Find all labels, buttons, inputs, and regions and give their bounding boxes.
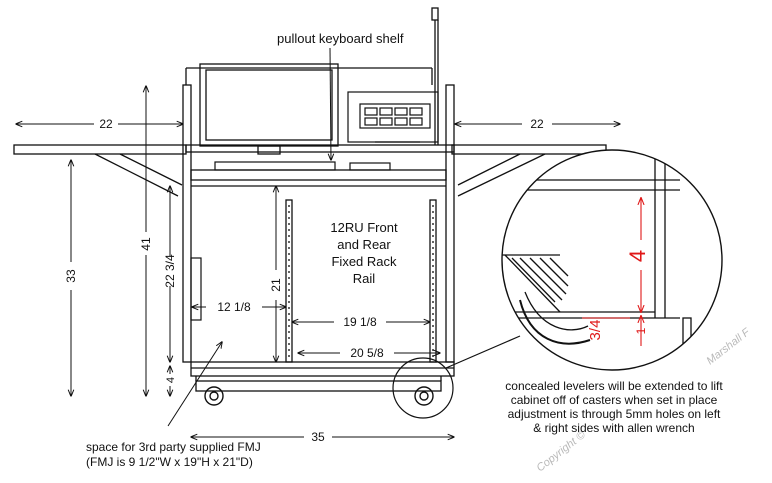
levelers-label-line4: & right sides with allen wrench (533, 421, 694, 435)
watermark-copyright: Copyright © (534, 429, 588, 475)
rack-rail-label-line3: Fixed Rack (331, 254, 397, 269)
detail-dim-leveler-height: 4 (625, 250, 650, 262)
dim-rail-width: 19 1/8 (343, 315, 377, 329)
dim-cabinet-height: 41 (139, 237, 153, 251)
leader-lines (167, 47, 331, 427)
leveler-callout-leader (445, 335, 521, 369)
levelers-label-line1: concealed levelers will be extended to l… (505, 379, 723, 393)
leveler-detail (501, 149, 723, 371)
cabinet-body (182, 67, 455, 392)
monitor (199, 63, 339, 155)
fmj-label-line1: space for 3rd party supplied FMJ (86, 440, 261, 454)
levelers-label-line2: cabinet off of casters when set in place (511, 393, 718, 407)
fmj-label-line2: (FMJ is 9 1/2"W x 19"H x 21"D) (86, 455, 253, 469)
dim-overall-width: 35 (311, 430, 325, 444)
dim-left-wing: 22 (99, 117, 113, 131)
rack-rail-label-line2: and Rear (337, 237, 391, 252)
control-panel (347, 91, 439, 143)
dim-fmj-width: 12 1/8 (217, 300, 251, 314)
detail-dim-leveler-offset: 1 (634, 327, 648, 334)
dim-interior-height: 22 3/4 (163, 254, 177, 288)
dim-overall-height: 33 (64, 269, 78, 283)
leveler-callout-circle (392, 357, 454, 419)
left-wing-shelf (13, 144, 187, 197)
gooseneck-microphone (431, 7, 439, 145)
detail-dim-leveler-lift: 3/4 (587, 320, 604, 341)
rack-rails (285, 199, 437, 363)
keyboard-shelf-label: pullout keyboard shelf (277, 31, 404, 46)
dim-rail-height: 21 (269, 278, 283, 292)
fmj-bay (190, 257, 202, 321)
dimension-lines (16, 86, 620, 437)
watermark-brand: Marshall F (704, 326, 753, 368)
casters (204, 386, 434, 406)
dim-base-height: 4 (165, 377, 177, 383)
rack-rail-label-line4: Rail (353, 271, 376, 286)
keyboard (214, 161, 391, 171)
rack-rail-label-line1: 12RU Front (330, 220, 398, 235)
dim-interior-width: 20 5/8 (350, 346, 384, 360)
levelers-label-line3: adjustment is through 5mm holes on left (508, 407, 721, 421)
dim-right-wing: 22 (530, 117, 544, 131)
